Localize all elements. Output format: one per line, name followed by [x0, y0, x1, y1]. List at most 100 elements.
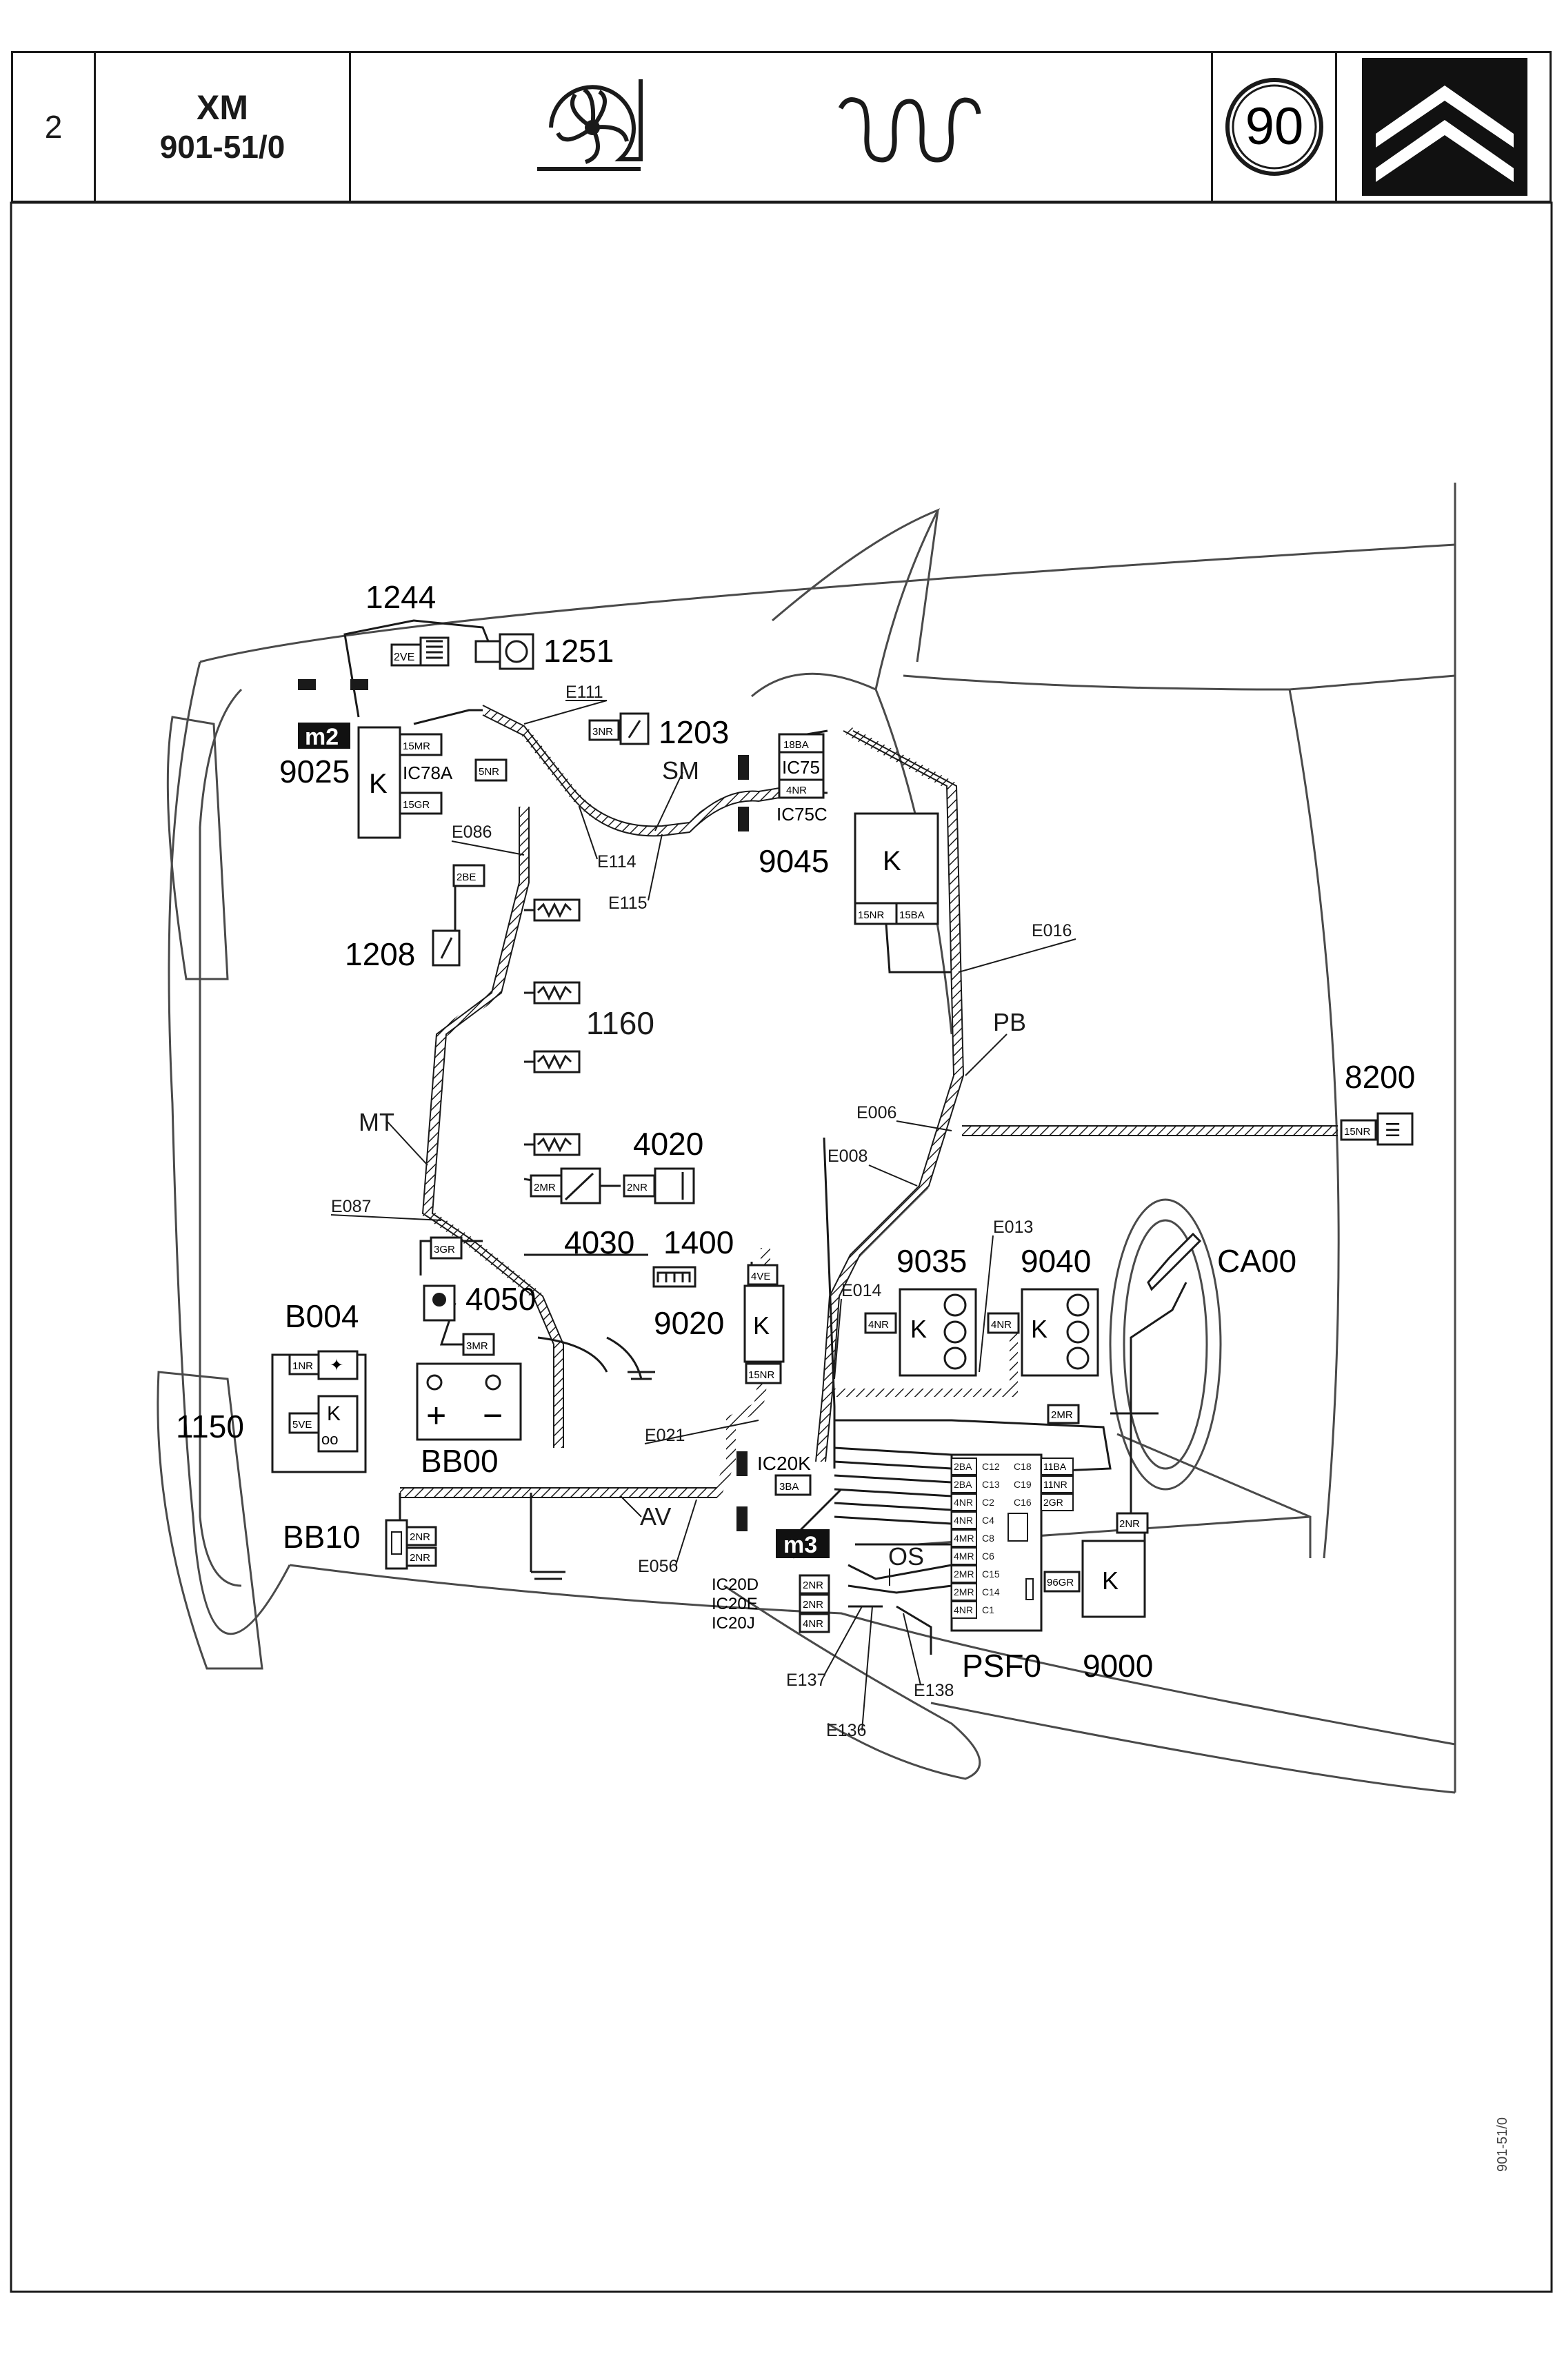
- svg-text:K: K: [883, 846, 901, 876]
- svg-text:IC75C: IC75C: [776, 804, 828, 825]
- svg-text:1203: 1203: [659, 714, 729, 750]
- svg-text:2MR: 2MR: [1051, 1409, 1073, 1421]
- svg-text:PSF0: PSF0: [962, 1648, 1041, 1684]
- svg-text:C13: C13: [982, 1479, 1000, 1490]
- component-9025: K 15MR 15GR 5NR IC78A 9025: [279, 726, 508, 839]
- svg-text:E008: E008: [828, 1147, 868, 1166]
- svg-text:96GR: 96GR: [1047, 1577, 1074, 1589]
- connector-IC20K: 3BA IC20K: [736, 1451, 812, 1531]
- svg-text:1251: 1251: [543, 633, 614, 669]
- svg-text:K: K: [327, 1402, 341, 1425]
- svg-text:BB10: BB10: [283, 1519, 361, 1555]
- svg-text:3GR: 3GR: [434, 1244, 455, 1255]
- component-9045: K 15NR 15BA 9045: [759, 812, 939, 925]
- component-1150: 5VE K oo 1150: [176, 1395, 359, 1453]
- component-9020: 4VE K 15NR 9020: [654, 1264, 785, 1384]
- svg-text:1244: 1244: [365, 579, 436, 615]
- svg-text:2BA: 2BA: [954, 1461, 972, 1472]
- svg-text:C15: C15: [982, 1569, 1000, 1580]
- svg-text:C2: C2: [982, 1497, 994, 1508]
- heater-coil-icon: [838, 97, 981, 163]
- svg-text:5VE: 5VE: [292, 1419, 312, 1431]
- svg-text:9045: 9045: [759, 843, 829, 879]
- ground-m2: m2: [298, 723, 350, 750]
- svg-text:9040: 9040: [1021, 1243, 1091, 1279]
- year-cell: 90: [1213, 53, 1337, 201]
- svg-text:C12: C12: [982, 1461, 1000, 1472]
- svg-text:2NR: 2NR: [410, 1552, 430, 1564]
- svg-text:4050: 4050: [465, 1281, 536, 1317]
- svg-text:E136: E136: [826, 1721, 866, 1740]
- svg-text:18BA: 18BA: [783, 739, 809, 751]
- svg-text:✦: ✦: [330, 1356, 343, 1375]
- svg-text:2MR: 2MR: [954, 1586, 974, 1597]
- svg-text:K: K: [753, 1311, 770, 1340]
- component-1160: 1160: [533, 898, 654, 1156]
- svg-text:+: +: [426, 1396, 446, 1435]
- svg-text:E086: E086: [452, 823, 492, 842]
- svg-text:2BA: 2BA: [954, 1479, 972, 1490]
- svg-text:15BA: 15BA: [899, 909, 925, 921]
- ground-m3: m3: [776, 1529, 830, 1558]
- svg-text:BB00: BB00: [421, 1443, 499, 1479]
- svg-text:2NR: 2NR: [803, 1580, 823, 1591]
- component-1251: 1251: [474, 633, 614, 670]
- svg-text:2NR: 2NR: [1119, 1518, 1140, 1530]
- svg-text:−: −: [483, 1396, 503, 1435]
- svg-text:CA00: CA00: [1217, 1243, 1296, 1279]
- svg-text:1150: 1150: [176, 1409, 244, 1444]
- svg-text:IC20K: IC20K: [757, 1453, 811, 1474]
- svg-text:E137: E137: [786, 1671, 826, 1690]
- svg-text:K: K: [1031, 1315, 1047, 1343]
- svg-text:E016: E016: [1032, 921, 1072, 940]
- svg-text:☰: ☰: [1385, 1120, 1401, 1140]
- component-BB10: 2NR 2NR BB10: [283, 1519, 437, 1570]
- svg-text:2NR: 2NR: [803, 1599, 823, 1611]
- svg-text:2BE: 2BE: [457, 871, 476, 883]
- svg-text:4NR: 4NR: [954, 1515, 973, 1526]
- svg-text:C18: C18: [1014, 1461, 1032, 1472]
- svg-text:E087: E087: [331, 1197, 371, 1216]
- model-name: XM: [197, 88, 248, 128]
- svg-text:15MR: 15MR: [403, 740, 430, 752]
- svg-text:K: K: [1102, 1566, 1119, 1595]
- document-code: 901-51/0: [159, 129, 285, 165]
- svg-text:C4: C4: [982, 1515, 994, 1526]
- svg-text:AV: AV: [640, 1502, 671, 1531]
- component-4030: 3GR 4030: [430, 1224, 634, 1260]
- svg-text:E013: E013: [993, 1218, 1033, 1237]
- svg-text:8200: 8200: [1345, 1059, 1415, 1095]
- svg-text:4NR: 4NR: [954, 1604, 973, 1615]
- side-document-code: 901-51/0: [1495, 2117, 1510, 2172]
- marker: [350, 679, 368, 690]
- svg-text:C8: C8: [982, 1533, 994, 1544]
- vehicle-outline: [157, 483, 1456, 1794]
- svg-text:4NR: 4NR: [954, 1497, 973, 1508]
- svg-text:11NR: 11NR: [1043, 1479, 1067, 1490]
- connector-IC20-group: 2NR 2NR 4NR IC20D IC20E IC20J: [712, 1574, 830, 1633]
- svg-text:4NR: 4NR: [868, 1319, 889, 1331]
- component-4050: 3MR 4050: [423, 1281, 536, 1356]
- svg-text:15NR: 15NR: [748, 1369, 775, 1381]
- svg-text:E111: E111: [565, 683, 603, 702]
- svg-text:1NR: 1NR: [292, 1360, 313, 1372]
- component-9000: 96GR K 2NR 9000: [1043, 1512, 1153, 1684]
- component-1203: 3NR 1203: [588, 712, 729, 750]
- svg-text:2VE: 2VE: [394, 652, 414, 663]
- component-4020: 2MR 2NR 4020: [530, 1126, 703, 1204]
- fan-icon: [537, 79, 643, 171]
- svg-text:E114: E114: [597, 852, 636, 871]
- svg-text:m3: m3: [783, 1532, 817, 1558]
- svg-text:2NR: 2NR: [410, 1531, 430, 1543]
- ground-symbol: [531, 1371, 655, 1580]
- svg-text:3NR: 3NR: [592, 726, 613, 738]
- component-8200: 15NR ☰ 8200: [1340, 1059, 1415, 1146]
- svg-text:MT: MT: [359, 1108, 394, 1136]
- connector-IC75: 18BA IC75 4NR IC75C: [738, 733, 828, 831]
- marker: [298, 679, 316, 690]
- component-BB00: + − BB00: [416, 1362, 522, 1479]
- svg-text:C14: C14: [982, 1586, 1000, 1597]
- svg-text:4020: 4020: [633, 1126, 703, 1162]
- svg-text:4030: 4030: [564, 1224, 634, 1260]
